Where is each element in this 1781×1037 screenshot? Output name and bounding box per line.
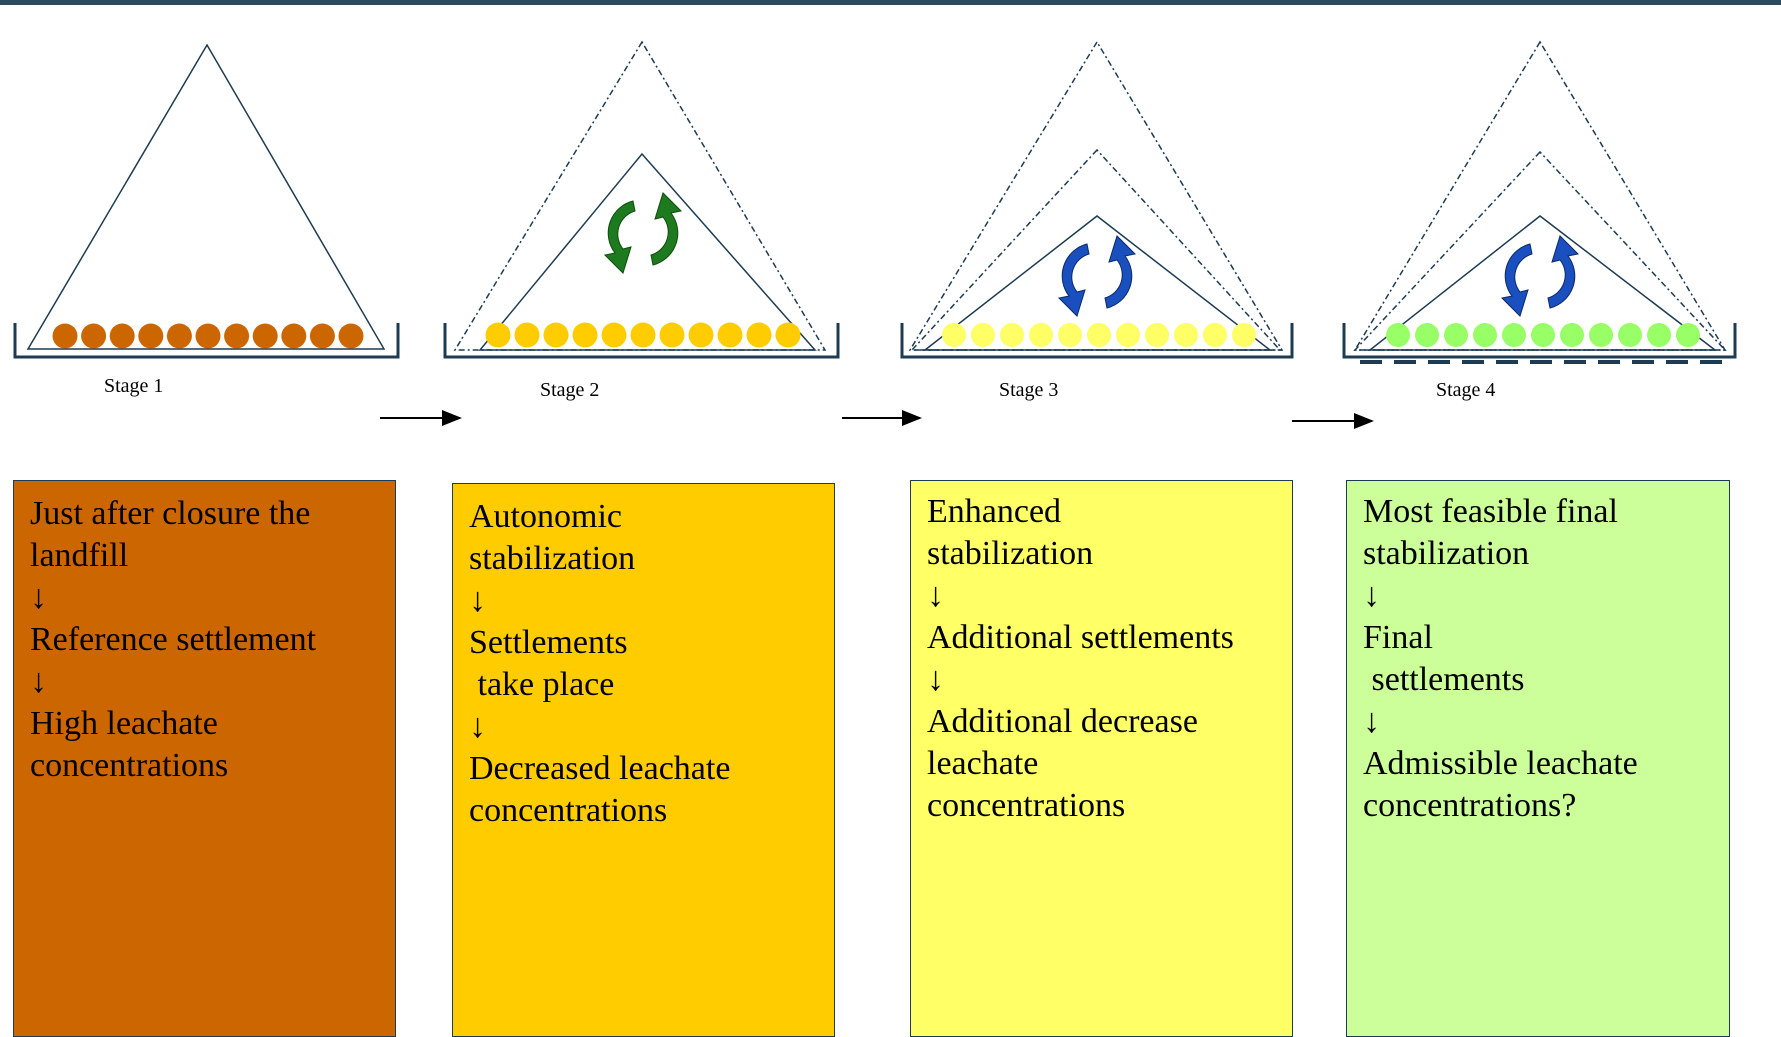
waste-particle: [1116, 323, 1140, 347]
description-line: Enhanced: [927, 493, 1062, 530]
down-arrow-icon: ↓: [30, 663, 47, 700]
description-line: Additional decrease: [927, 703, 1198, 740]
description-line: Final: [1363, 619, 1433, 656]
description-line: stabilization: [469, 540, 636, 577]
recycle-icon: [603, 192, 683, 274]
description-line: Settlements: [469, 624, 628, 661]
description-line: Just after closure the: [30, 495, 311, 532]
waste-particle: [543, 322, 569, 348]
description-line: concentrations?: [1363, 787, 1577, 824]
recycle-icon: [1500, 235, 1580, 317]
waste-particle: [1058, 323, 1082, 347]
waste-particle: [1647, 323, 1671, 347]
description-line: Autonomic: [469, 498, 622, 535]
description-line: concentrations: [30, 747, 229, 784]
landfill-stages-diagram: [13, 40, 1737, 429]
description-line: settlements: [1363, 661, 1525, 698]
waste-particle: [572, 322, 598, 348]
down-arrow-icon: ↓: [469, 582, 486, 619]
waste-particles-stage-3: [942, 323, 1256, 347]
waste-particle: [1174, 323, 1198, 347]
stage-label-3: Stage 3: [999, 379, 1059, 401]
waste-particle: [1000, 323, 1024, 347]
waste-particle: [1386, 323, 1410, 347]
waste-particle: [601, 322, 627, 348]
waste-particle: [1087, 323, 1111, 347]
description-line: concentrations: [927, 787, 1126, 824]
waste-particle: [1444, 323, 1468, 347]
waste-particle: [52, 323, 78, 349]
stage-4-description-box: Most feasible final stabilization ↓ Final s…: [1346, 480, 1730, 1037]
waste-particle: [81, 323, 107, 349]
description-line: High leachate: [30, 705, 218, 742]
stage-2-description-box: Autonomic stabilization ↓ Settlements take …: [452, 483, 835, 1037]
waste-particle: [1531, 323, 1555, 347]
waste-particle: [514, 322, 540, 348]
waste-particle: [1618, 323, 1642, 347]
waste-particles-stage-1: [52, 323, 364, 349]
down-arrow-icon: ↓: [927, 577, 944, 614]
waste-particle: [746, 322, 772, 348]
waste-particle: [485, 322, 511, 348]
stage-3-landfill: [900, 40, 1294, 359]
waste-particle: [1502, 323, 1526, 347]
waste-particle: [109, 323, 135, 349]
waste-particle: [224, 323, 250, 349]
waste-particle: [1203, 323, 1227, 347]
description-line: Decreased leachate: [469, 750, 731, 787]
waste-particle: [1029, 323, 1053, 347]
waste-particle: [252, 323, 278, 349]
stage-label-1: Stage 1: [104, 375, 164, 397]
description-line: Most feasible final: [1363, 493, 1618, 530]
down-arrow-icon: ↓: [469, 708, 486, 745]
description-line: Additional settlements: [927, 619, 1234, 656]
stage-1-landfill: [13, 43, 400, 359]
stage-label-4: Stage 4: [1436, 379, 1496, 401]
waste-particle: [942, 323, 966, 347]
waste-particle: [1145, 323, 1169, 347]
waste-particle: [195, 323, 221, 349]
description-line: Reference settlement: [30, 621, 317, 658]
down-arrow-icon: ↓: [1363, 577, 1380, 614]
description-line: stabilization: [927, 535, 1094, 572]
waste-particle: [688, 322, 714, 348]
down-arrow-icon: ↓: [1363, 703, 1380, 740]
description-line: Admissible leachate: [1363, 745, 1638, 782]
waste-particle: [659, 322, 685, 348]
waste-particle: [281, 323, 307, 349]
recycle-icon: [1057, 235, 1137, 317]
waste-particle: [338, 323, 364, 349]
stage-3-description-box: Enhanced stabilization ↓ Additional settlem…: [910, 480, 1293, 1037]
down-arrow-icon: ↓: [30, 579, 47, 616]
stage-1-description-box: Just after closure the landfill ↓ Reference…: [13, 480, 396, 1037]
waste-particle: [1473, 323, 1497, 347]
waste-particle: [309, 323, 335, 349]
down-arrow-icon: ↓: [927, 661, 944, 698]
waste-particle: [1232, 323, 1256, 347]
stage-4-landfill: [1342, 40, 1737, 364]
waste-particles-stage-2: [485, 322, 801, 348]
waste-particle: [1415, 323, 1439, 347]
waste-particle: [1676, 323, 1700, 347]
waste-particle: [775, 322, 801, 348]
description-line: landfill: [30, 537, 129, 574]
waste-particles-stage-4: [1386, 323, 1700, 347]
top-border: [0, 0, 1781, 5]
stage-label-2: Stage 2: [540, 379, 600, 401]
description-line: leachate: [927, 745, 1039, 782]
waste-particle: [1560, 323, 1584, 347]
waste-particle: [1589, 323, 1613, 347]
description-line: concentrations: [469, 792, 668, 829]
description-line: stabilization: [1363, 535, 1530, 572]
waste-particle: [166, 323, 192, 349]
previous-height-outline: [453, 40, 827, 351]
description-line: take place: [469, 666, 615, 703]
waste-particle: [717, 322, 743, 348]
waste-particle: [971, 323, 995, 347]
waste-particle: [138, 323, 164, 349]
waste-particle: [630, 322, 656, 348]
stage-2-landfill: [443, 40, 840, 359]
